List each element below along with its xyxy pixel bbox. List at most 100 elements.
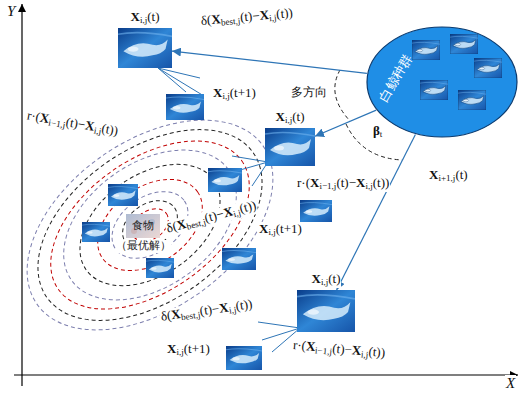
text-part: (t+1) <box>276 221 302 236</box>
whale-image <box>458 90 486 110</box>
text-part: (t)− <box>199 301 221 319</box>
text-part: r·( <box>297 175 310 190</box>
formula-label: δ(Xbest,j(t)−Xi,j(t)) <box>164 198 259 238</box>
symbol-letter: X <box>429 167 438 182</box>
text-part: 多方向 <box>291 85 327 99</box>
subscript: i,j <box>365 181 372 191</box>
symbol-letter: X <box>218 299 229 315</box>
node-note: （最优解） <box>116 240 171 253</box>
whale-image <box>297 290 355 332</box>
symbol-letter: β <box>373 123 380 138</box>
symbol-letter: X <box>305 338 316 354</box>
text-part: X <box>506 375 515 391</box>
whale-image <box>82 222 110 242</box>
whale-image <box>265 128 315 166</box>
whale-node: Xi,j(t) <box>118 28 172 68</box>
symbol-letter: X <box>356 175 365 190</box>
subscript: i−1,j <box>48 117 66 130</box>
subscript: i+1,j <box>438 173 455 183</box>
formula-label: Xi,j(t+1) <box>212 86 257 102</box>
text-part: (t)− <box>332 341 353 358</box>
symbol-letter: X <box>310 175 319 190</box>
formula-label: 多方向 <box>290 86 328 100</box>
text-part: r·( <box>292 337 306 353</box>
symbol-letter: X <box>167 341 176 356</box>
subscript: i−1,j <box>315 345 333 356</box>
subscript: i,j <box>360 349 368 360</box>
spiral-path <box>57 139 242 310</box>
subscript: i,j <box>321 277 328 287</box>
text-part: （最优解） <box>116 239 171 252</box>
whale-image <box>208 168 242 192</box>
arrow-connector <box>315 110 376 136</box>
spiral-path <box>0 77 311 373</box>
subscript: i,j <box>268 227 275 237</box>
whale-image <box>166 94 204 120</box>
text-part: (t)) <box>276 5 294 21</box>
symbol-letter: X <box>276 109 285 124</box>
text-part: (t)) <box>101 120 120 138</box>
food-node: 食物（最优解） <box>126 214 160 238</box>
subscript: best,j <box>180 310 201 323</box>
x-axis <box>14 374 518 375</box>
food-image <box>126 214 160 238</box>
population-ellipse: 白鲸种群 <box>366 26 518 138</box>
node-label: 食物 <box>132 220 154 233</box>
formula-label: r·(Xi−1,j(t)−Xi,j(t)) <box>25 108 121 140</box>
spiral-path <box>20 107 279 344</box>
whale-image <box>300 200 332 222</box>
subscript: best,j <box>185 217 206 232</box>
text-part: (t)) <box>235 296 254 313</box>
text-part: (t+1) <box>184 341 210 356</box>
whale-image <box>420 80 448 100</box>
node-label: Xi,j(t) <box>276 110 305 126</box>
text-part: (t)− <box>336 175 356 190</box>
population-ellipse <box>367 27 517 137</box>
whale-image <box>108 184 138 206</box>
symbol-letter: X <box>213 85 222 100</box>
text-part: (t)) <box>238 197 258 216</box>
whale-node: Xi,j(t) <box>265 128 315 166</box>
whale-image <box>118 28 172 68</box>
formula-label: Xi,j(t+1) <box>166 342 211 358</box>
text-part: (t) <box>147 9 159 24</box>
subscript: best,j <box>221 16 241 28</box>
subscript: t <box>380 129 383 139</box>
direction-arc <box>335 70 350 121</box>
text-part: (t) <box>292 109 304 124</box>
symbol-letter: X <box>131 9 140 24</box>
symbol-letter: X <box>312 271 321 286</box>
arrow-connector <box>172 51 367 73</box>
text-part: (t+1) <box>230 85 256 100</box>
symbol-letter: X <box>351 342 362 358</box>
symbol-letter: X <box>170 306 181 322</box>
subscript: i,j <box>285 115 292 125</box>
formula-label: δ(Xbest,j(t)−Xi,j(t)) <box>199 6 294 30</box>
axis-label: X <box>505 375 516 392</box>
formula-label: βt <box>372 124 383 140</box>
text-part: (t) <box>328 271 340 286</box>
angle-arc <box>346 124 402 160</box>
text-part: (t)− <box>239 8 260 25</box>
subscript: i,j <box>140 15 147 25</box>
whale-image <box>146 258 174 278</box>
subscript: i,j <box>222 91 229 101</box>
text-part: (t)) <box>368 344 386 360</box>
arrow-connector <box>337 134 416 290</box>
spiral-path <box>36 119 264 331</box>
move-line <box>158 68 204 96</box>
text-part: 食物 <box>132 219 154 232</box>
formula-label: Xi+1,j(t) <box>428 168 469 184</box>
whale-image <box>222 248 256 270</box>
symbol-letter: X <box>259 221 268 236</box>
spiral-path <box>3 90 297 359</box>
node-label: Xi,j(t) <box>131 10 160 26</box>
spiral-path <box>81 161 220 290</box>
text-part: (t)) <box>373 175 390 190</box>
symbol-letter: X <box>259 7 270 23</box>
text-part: Y <box>7 3 15 19</box>
formula-label: r·(Xi−1,j(t)−Xi,j(t)) <box>296 176 390 192</box>
text-part: (t) <box>455 167 467 182</box>
subscript: i−1,j <box>319 181 336 191</box>
y-axis <box>21 4 22 386</box>
